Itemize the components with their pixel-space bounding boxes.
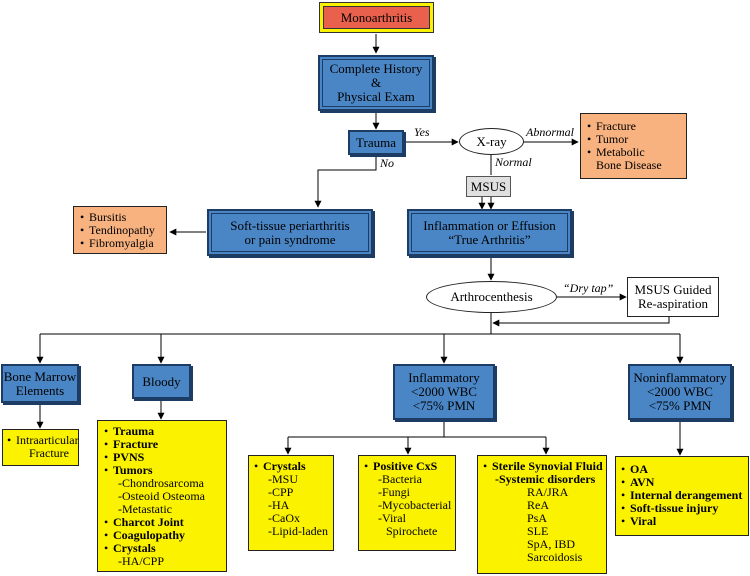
crystals-title: Crystals bbox=[254, 460, 331, 474]
history-line2: & bbox=[370, 75, 382, 90]
finding-metabolic: Metabolic bbox=[587, 146, 682, 160]
noninflam-item-viral: Viral bbox=[621, 515, 746, 529]
abnormal-findings-box: Fracture Tumor Metabolic Bone Disease bbox=[580, 113, 687, 179]
intraarticular-line2: Fracture bbox=[29, 446, 69, 460]
crystals-item: -MSU bbox=[268, 472, 299, 486]
crystals-item: -HA bbox=[268, 498, 290, 512]
noninflam-item-soft: Soft-tissue injury bbox=[621, 502, 746, 516]
reaspiration-line1: MSUS Guided bbox=[634, 282, 712, 297]
sterile-title: Sterile Synovial Fluid bbox=[483, 460, 604, 474]
bloody-item-hacpp: -HA/CPP bbox=[118, 554, 165, 568]
cxs-item: Spirochete bbox=[386, 524, 438, 538]
history-line3: Physical Exam bbox=[337, 89, 415, 104]
crystals-item: -Lipid-laden bbox=[268, 524, 328, 538]
reaspiration-node[interactable]: MSUS Guided Re-aspiration bbox=[627, 277, 719, 317]
arthrocentesis-node[interactable]: Arthrocenthesis bbox=[426, 281, 557, 313]
noninflam-item-oa: OA bbox=[621, 463, 746, 477]
cxs-list-box: Positive CxS -Bacteria -Fungi -Mycobacte… bbox=[358, 455, 456, 551]
crystals-list-box: Crystals -MSU -CPP -HA -CaOx -Lipid-lade… bbox=[248, 455, 334, 551]
bloody-item-tumors: Tumors bbox=[104, 464, 224, 478]
cxs-item: -Viral bbox=[378, 511, 406, 525]
soft-tissue-line1: Soft-tissue periarthritis bbox=[230, 217, 350, 233]
xray-node[interactable]: X-ray bbox=[459, 128, 524, 155]
cxs-item: -Mycobacterial bbox=[378, 498, 452, 512]
sterile-item: Sarcoidosis bbox=[527, 550, 583, 564]
bone-marrow-line1: Bone Marrow bbox=[3, 368, 77, 384]
crystals-item: -CPP bbox=[268, 485, 294, 499]
abnormal-label: Abnormal bbox=[526, 125, 574, 139]
bloody-item-coagulopathy: Coagulopathy bbox=[104, 529, 224, 543]
noninflam-list-box: OA AVN Internal derangement Soft-tissue … bbox=[615, 456, 749, 536]
inflammatory-line2: <2000 WBC bbox=[411, 384, 477, 399]
bloody-item-osteoid: -Osteoid Osteoma bbox=[118, 489, 205, 503]
bloody-item-chondrosarcoma: -Chondrosarcoma bbox=[118, 476, 204, 490]
crystals-item: -CaOx bbox=[268, 511, 300, 525]
noninflam-item-avn: AVN bbox=[621, 476, 746, 490]
item-fibromyalgia: Fibromyalgia bbox=[80, 237, 162, 251]
inflammation-line2: “True Arthritis” bbox=[448, 231, 531, 247]
noninflammatory-node[interactable]: Noninflammatory <2000 WBC <75% PMN bbox=[628, 364, 732, 420]
trauma-node[interactable]: Trauma bbox=[348, 130, 404, 155]
sterile-item: PsA bbox=[527, 511, 548, 525]
trauma-label: Trauma bbox=[356, 134, 396, 150]
arthrocentesis-label: Arthrocenthesis bbox=[450, 289, 533, 304]
noninflam-item-internal: Internal derangement bbox=[621, 489, 746, 503]
history-exam-node[interactable]: Complete History & Physical Exam bbox=[318, 55, 434, 111]
finding-bone-disease: Bone Disease bbox=[596, 158, 662, 172]
link-reasp-back bbox=[492, 317, 670, 327]
cxs-item: -Fungi bbox=[378, 485, 411, 499]
item-bursitis: Bursitis bbox=[80, 211, 162, 225]
intraarticular-line1: Intraarticular bbox=[7, 434, 79, 448]
noninflammatory-line2: <2000 WBC bbox=[647, 384, 713, 399]
noninflammatory-line1: Noninflammatory bbox=[633, 370, 727, 385]
cxs-title: Positive CxS bbox=[364, 460, 453, 474]
noninflammatory-line3: <75% PMN bbox=[648, 398, 712, 413]
bloody-list-box: Trauma Fracture PVNS Tumors -Chondrosarc… bbox=[97, 420, 227, 572]
intraarticular-box: Intraarticular Fracture bbox=[2, 429, 79, 466]
bloody-item-crystals: Crystals bbox=[104, 542, 224, 556]
inflammation-node[interactable]: Inflammation or Effusion “True Arthritis… bbox=[407, 209, 572, 256]
finding-tumor: Tumor bbox=[587, 133, 682, 147]
item-tendinopathy: Tendinopathy bbox=[80, 224, 162, 238]
bloody-node[interactable]: Bloody bbox=[132, 364, 191, 399]
msus-label: MSUS bbox=[470, 178, 507, 194]
soft-tissue-line2: or pain syndrome bbox=[244, 231, 336, 247]
sterile-item: ReA bbox=[527, 498, 549, 512]
bone-marrow-line2: Elements bbox=[15, 382, 65, 398]
normal-label: Normal bbox=[495, 155, 532, 169]
xray-label: X-ray bbox=[476, 133, 507, 149]
cxs-item: -Bacteria bbox=[378, 472, 422, 486]
sterile-list-box: Sterile Synovial Fluid -Systemic disorde… bbox=[477, 455, 607, 574]
dry-tap-label: “Dry tap” bbox=[563, 281, 614, 295]
bloody-label: Bloody bbox=[142, 373, 181, 389]
soft-tissue-node[interactable]: Soft-tissue periarthritis or pain syndro… bbox=[207, 209, 373, 256]
sterile-subtitle: -Systemic disorders bbox=[495, 472, 596, 486]
bloody-item-trauma: Trauma bbox=[104, 425, 224, 439]
sterile-item: SLE bbox=[527, 524, 549, 538]
bloody-item-charcot: Charcot Joint bbox=[104, 516, 224, 530]
bloody-item-metastatic: -Metastatic bbox=[118, 502, 172, 516]
finding-fracture: Fracture bbox=[587, 120, 682, 134]
sterile-item: RA/JRA bbox=[527, 485, 569, 499]
no-label: No bbox=[380, 156, 395, 170]
sterile-item: SpA, IBD bbox=[527, 537, 576, 551]
monoarthritis-node[interactable]: Monoarthritis bbox=[319, 2, 434, 33]
soft-tissue-list-box: Bursitis Tendinopathy Fibromyalgia bbox=[73, 206, 167, 254]
inflammatory-line3: <75% PMN bbox=[412, 398, 476, 413]
inflammation-line1: Inflammation or Effusion bbox=[423, 217, 556, 233]
inflammatory-node[interactable]: Inflammatory <2000 WBC <75% PMN bbox=[393, 364, 495, 420]
msus-node[interactable]: MSUS bbox=[466, 176, 511, 197]
inflammatory-line1: Inflammatory bbox=[408, 370, 480, 385]
bloody-item-fracture: Fracture bbox=[104, 438, 224, 452]
history-line1: Complete History bbox=[329, 61, 423, 76]
reaspiration-line2: Re-aspiration bbox=[637, 296, 709, 311]
bloody-item-pvns: PVNS bbox=[104, 451, 224, 465]
bone-marrow-node[interactable]: Bone Marrow Elements bbox=[1, 364, 79, 403]
link-trauma-no bbox=[314, 155, 377, 208]
yes-label: Yes bbox=[414, 125, 430, 139]
monoarthritis-label: Monoarthritis bbox=[340, 9, 413, 25]
